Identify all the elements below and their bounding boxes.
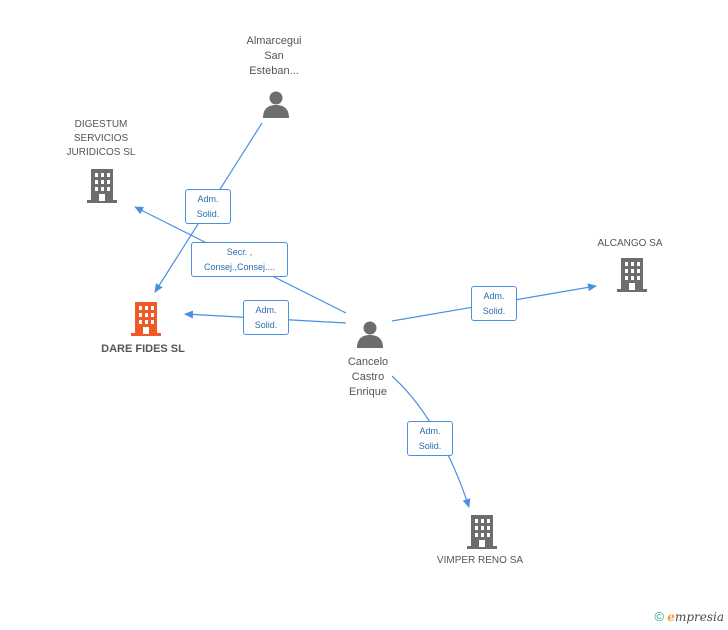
edge-label-line: Adm. — [197, 194, 219, 204]
edge-label-cancelo-digestum[interactable]: Secr. , Consej.,Consej.... — [191, 242, 288, 277]
edge-label-cancelo-alcango[interactable]: Adm. Solid. — [471, 286, 517, 321]
node-label-cancelo[interactable]: Cancelo Castro Enrique — [318, 355, 418, 400]
edge-label-line: Consej.,Consej.... — [203, 262, 276, 272]
brand-logo-initial: e — [667, 610, 675, 624]
label-line: JURIDICOS SL — [66, 147, 136, 158]
footer-brand: © empresia — [654, 609, 724, 624]
edge-label-line: Secr. , — [226, 247, 253, 257]
edge-label-line: Solid. — [254, 320, 278, 330]
node-label-alcango[interactable]: ALCANGO SA — [580, 237, 680, 251]
edge-label-line: Adm. — [255, 305, 277, 315]
label-line: ALCANGO SA — [597, 238, 663, 249]
label-line: Almarcegui — [246, 35, 302, 47]
label-line: VIMPER RENO SA — [436, 555, 524, 566]
label-line: San — [264, 50, 284, 62]
edge-label-almarcegui-dare[interactable]: Adm. Solid. — [185, 189, 231, 224]
node-label-vimper[interactable]: VIMPER RENO SA — [420, 554, 540, 568]
node-label-almarcegui[interactable]: Almarcegui San Esteban... — [224, 34, 324, 79]
label-line: DIGESTUM — [74, 119, 128, 130]
node-label-dare-fides[interactable]: DARE FIDES SL — [88, 342, 198, 357]
building-icon[interactable] — [466, 514, 498, 550]
label-line: Esteban... — [249, 65, 299, 77]
label-line: SERVICIOS — [73, 133, 129, 144]
person-icon[interactable] — [355, 319, 385, 349]
edge-label-cancelo-dare[interactable]: Adm. Solid. — [243, 300, 289, 335]
label-line: Cancelo — [347, 356, 389, 368]
copyright-icon: © — [654, 609, 664, 624]
edge-label-line: Solid. — [196, 209, 220, 219]
edge-label-line: Solid. — [482, 306, 506, 316]
building-icon[interactable] — [86, 168, 118, 204]
label-line: Castro — [351, 371, 385, 383]
node-label-digestum[interactable]: DIGESTUM SERVICIOS JURIDICOS SL — [50, 118, 152, 160]
edge-label-line: Solid. — [418, 441, 442, 451]
label-line: DARE FIDES SL — [101, 343, 185, 355]
brand-logo: empresia — [667, 610, 724, 624]
building-icon[interactable] — [616, 257, 648, 293]
person-icon[interactable] — [261, 89, 291, 119]
edge-label-line: Adm. — [483, 291, 505, 301]
building-icon-focus[interactable] — [130, 301, 162, 337]
edge-label-cancelo-vimper[interactable]: Adm. Solid. — [407, 421, 453, 456]
edge-label-line: Adm. — [419, 426, 441, 436]
label-line: Enrique — [349, 386, 387, 398]
brand-logo-rest: mpresia — [674, 610, 724, 624]
